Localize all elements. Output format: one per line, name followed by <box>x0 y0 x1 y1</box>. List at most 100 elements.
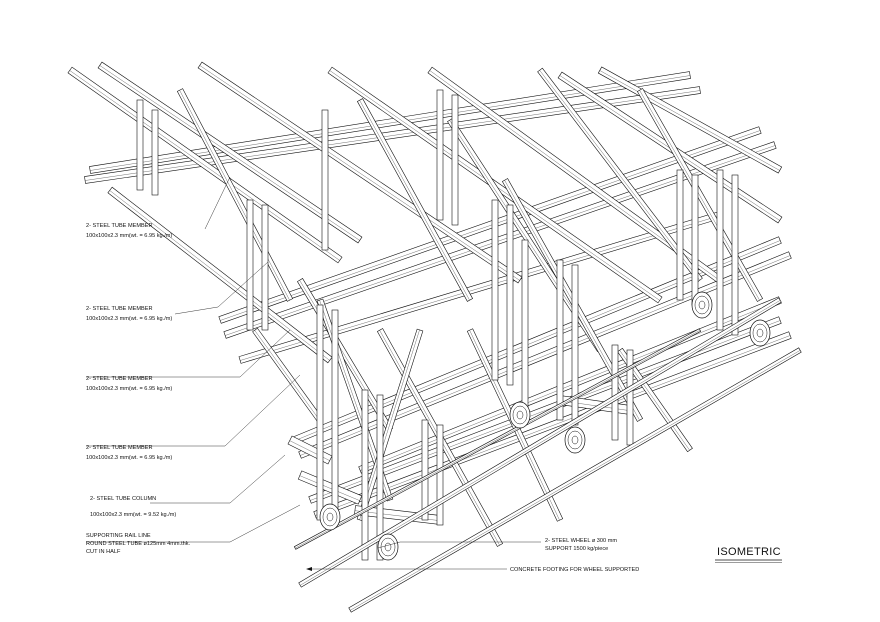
member-1-spec: 100x100x2.3 mm(wt. = 6.95 kg./m) <box>86 233 172 239</box>
title-block: ISOMETRIC <box>715 546 782 563</box>
rail-3 <box>293 328 702 550</box>
column-12 <box>436 89 444 221</box>
member-3-name: 2- STEEL TUBE MEMBER <box>86 376 153 382</box>
long-beam-3 <box>218 126 762 324</box>
column-13 <box>451 94 459 226</box>
rail-label: SUPPORTING RAIL LINE ROUND STEEL TUBE ø1… <box>86 533 191 555</box>
wheel-2-hub <box>384 542 392 552</box>
tie-1 <box>287 435 333 465</box>
wheel-5 <box>509 401 531 429</box>
cross-beam-2 <box>97 61 363 244</box>
leader-wheel <box>377 541 541 549</box>
column-21 <box>676 169 684 301</box>
wheel-line-1: 2- STEEL WHEEL ø 300 mm <box>545 538 617 544</box>
cross-beam-2-edge <box>99 65 360 241</box>
rail-line-2: ROUND STEEL TUBE ø125mm 4mm.thk. <box>86 541 191 547</box>
member-2-spec: 100x100x2.3 mm(wt. = 6.95 kg./m) <box>86 316 172 322</box>
column-label: 2- STEEL TUBE COLUMN 100x100x2.3 mm(wt. … <box>90 496 176 518</box>
rails <box>293 297 802 613</box>
rail-line-1: SUPPORTING RAIL LINE <box>86 533 151 539</box>
brace-1-edge <box>179 90 290 301</box>
leader-member-4 <box>86 374 301 447</box>
wheel-4 <box>749 319 771 347</box>
cross-beam-1-edge <box>69 70 340 261</box>
long-beam-3-edge <box>220 130 761 321</box>
long-beam-7-edge <box>310 320 781 501</box>
brace-7-edge <box>299 280 390 431</box>
brace-2 <box>356 98 474 302</box>
rail-1 <box>298 297 782 588</box>
wheel-2 <box>377 533 399 561</box>
column-3 <box>246 199 254 331</box>
long-beam-2 <box>84 86 701 184</box>
leader-rail <box>86 504 301 543</box>
column-18 <box>571 264 579 426</box>
wheels <box>319 291 771 561</box>
brace-2-edge <box>359 100 470 301</box>
column-9 <box>421 419 429 521</box>
leader-column <box>150 454 286 504</box>
column-2 <box>151 109 159 196</box>
long-beam-8-edge <box>315 335 791 516</box>
cross-beam-8-edge <box>109 190 330 361</box>
column-8 <box>376 394 384 561</box>
member-label-3: 2- STEEL TUBE MEMBER 100x100x2.3 mm(wt. … <box>86 376 172 392</box>
column-17 <box>556 259 564 421</box>
wheel-3-hub <box>571 435 579 445</box>
member-1-name: 2- STEEL TUBE MEMBER <box>86 223 153 229</box>
cross-beam-7-edge <box>599 70 780 171</box>
leader-member-2 <box>174 261 269 315</box>
member-label-4: 2- STEEL TUBE MEMBER 100x100x2.3 mm(wt. … <box>86 445 172 461</box>
brace-1-body <box>176 88 294 302</box>
column-6 <box>331 309 339 526</box>
long-beam-2-edge <box>85 90 701 181</box>
rail-line-3: CUT IN HALF <box>86 549 121 555</box>
member-3-spec: 100x100x2.3 mm(wt. = 6.95 kg./m) <box>86 386 172 392</box>
brace-12 <box>537 67 703 283</box>
cross-beam-3-edge <box>199 65 520 281</box>
leader-lines <box>86 176 541 571</box>
wheel-3 <box>564 426 586 454</box>
column-10 <box>436 424 444 526</box>
columns <box>136 89 739 561</box>
long-beam-2-body <box>84 86 701 184</box>
leader-member-3 <box>86 329 291 378</box>
rail-3-body <box>293 328 702 550</box>
wheel-5-hub <box>516 410 524 420</box>
rail-2-edge <box>350 350 801 611</box>
structure <box>67 61 802 613</box>
column-20 <box>626 349 634 446</box>
wheel-1-hub <box>326 512 334 522</box>
rail-2 <box>348 347 802 613</box>
brace-2-body <box>356 98 474 302</box>
column-22 <box>691 174 699 306</box>
member-label-1: 2- STEEL TUBE MEMBER 100x100x2.3 mm(wt. … <box>86 223 172 239</box>
wheel-4-hub <box>756 328 764 338</box>
column-23 <box>716 169 724 331</box>
wheel-1 <box>319 503 341 531</box>
member-2-name: 2- STEEL TUBE MEMBER <box>86 306 153 312</box>
column-name: 2- STEEL TUBE COLUMN <box>90 496 156 502</box>
column-1 <box>136 99 144 191</box>
tie-1-body <box>287 435 333 465</box>
cross-beam-1 <box>67 66 343 264</box>
column-11 <box>321 109 329 251</box>
brace-12-edge <box>539 70 700 281</box>
column-spec: 100x100x2.3 mm(wt. = 9.52 kg./m) <box>90 512 176 518</box>
long-beam-4-body <box>223 141 777 339</box>
column-15 <box>506 204 514 386</box>
long-beam-3-body <box>218 126 762 324</box>
brace-11-edge <box>254 330 320 421</box>
rail-2-body <box>348 347 802 613</box>
rail-3-edge <box>295 330 701 549</box>
rail-1-edge <box>300 300 781 586</box>
column-7 <box>361 389 369 561</box>
column-24 <box>731 174 739 336</box>
brace-13-edge <box>359 329 420 520</box>
member-4-spec: 100x100x2.3 mm(wt. = 6.95 kg./m) <box>86 455 172 461</box>
member-label-2: 2- STEEL TUBE MEMBER 100x100x2.3 mm(wt. … <box>86 306 172 322</box>
wheel-line-2: SUPPORT 1500 kg/piece <box>545 546 608 552</box>
wheel-6 <box>691 291 713 319</box>
tie-2-edge <box>299 475 360 501</box>
